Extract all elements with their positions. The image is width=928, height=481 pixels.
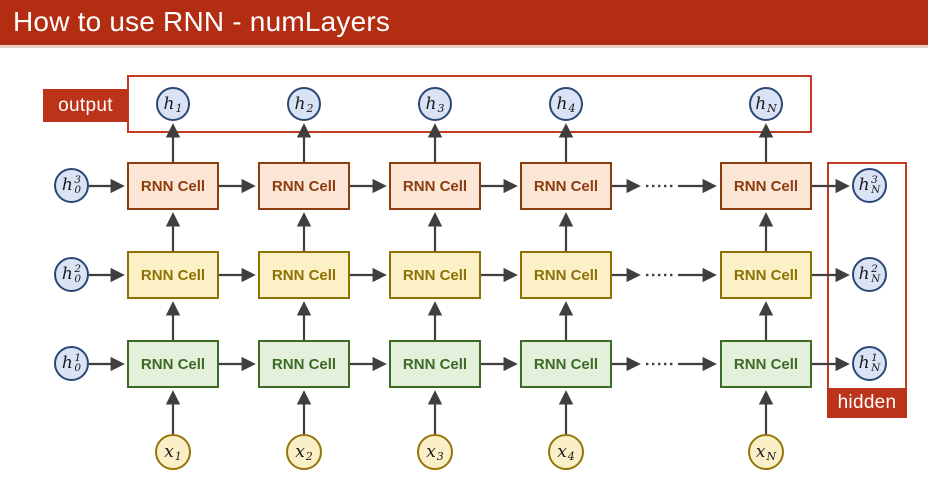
- rnn-diagram: output hidden: [0, 48, 928, 481]
- slide-title: How to use RNN - numLayers: [13, 5, 391, 37]
- slide-title-bar: How to use RNN - numLayers: [0, 0, 928, 48]
- output-band-box: [127, 75, 812, 133]
- rnn-cell-l1-t4: RNN Cell: [520, 340, 612, 388]
- output-label: output: [43, 89, 128, 122]
- rnn-cell-l2-t2: RNN Cell: [258, 251, 350, 299]
- hidden-label: hidden: [827, 388, 907, 418]
- rnn-cell-l3-t3: RNN Cell: [389, 162, 481, 210]
- rnn-cell-l1-tN: RNN Cell: [720, 340, 812, 388]
- ellipsis-dots: [646, 184, 673, 366]
- rnn-cell-l1-t3: RNN Cell: [389, 340, 481, 388]
- arrow-layer: [89, 123, 850, 434]
- rnn-cell-l3-t1: RNN Cell: [127, 162, 219, 210]
- rnn-cell-l1-t1: RNN Cell: [127, 340, 219, 388]
- rnn-cell-l1-t2: RNN Cell: [258, 340, 350, 388]
- vertical-arrows: [165, 123, 774, 434]
- rnn-cell-l2-t3: RNN Cell: [389, 251, 481, 299]
- rnn-cell-l2-t1: RNN Cell: [127, 251, 219, 299]
- rnn-cell-l3-t4: RNN Cell: [520, 162, 612, 210]
- rnn-cell-l3-t2: RNN Cell: [258, 162, 350, 210]
- rnn-cell-l3-tN: RNN Cell: [720, 162, 812, 210]
- rnn-cell-l2-t4: RNN Cell: [520, 251, 612, 299]
- rnn-cell-l2-tN: RNN Cell: [720, 251, 812, 299]
